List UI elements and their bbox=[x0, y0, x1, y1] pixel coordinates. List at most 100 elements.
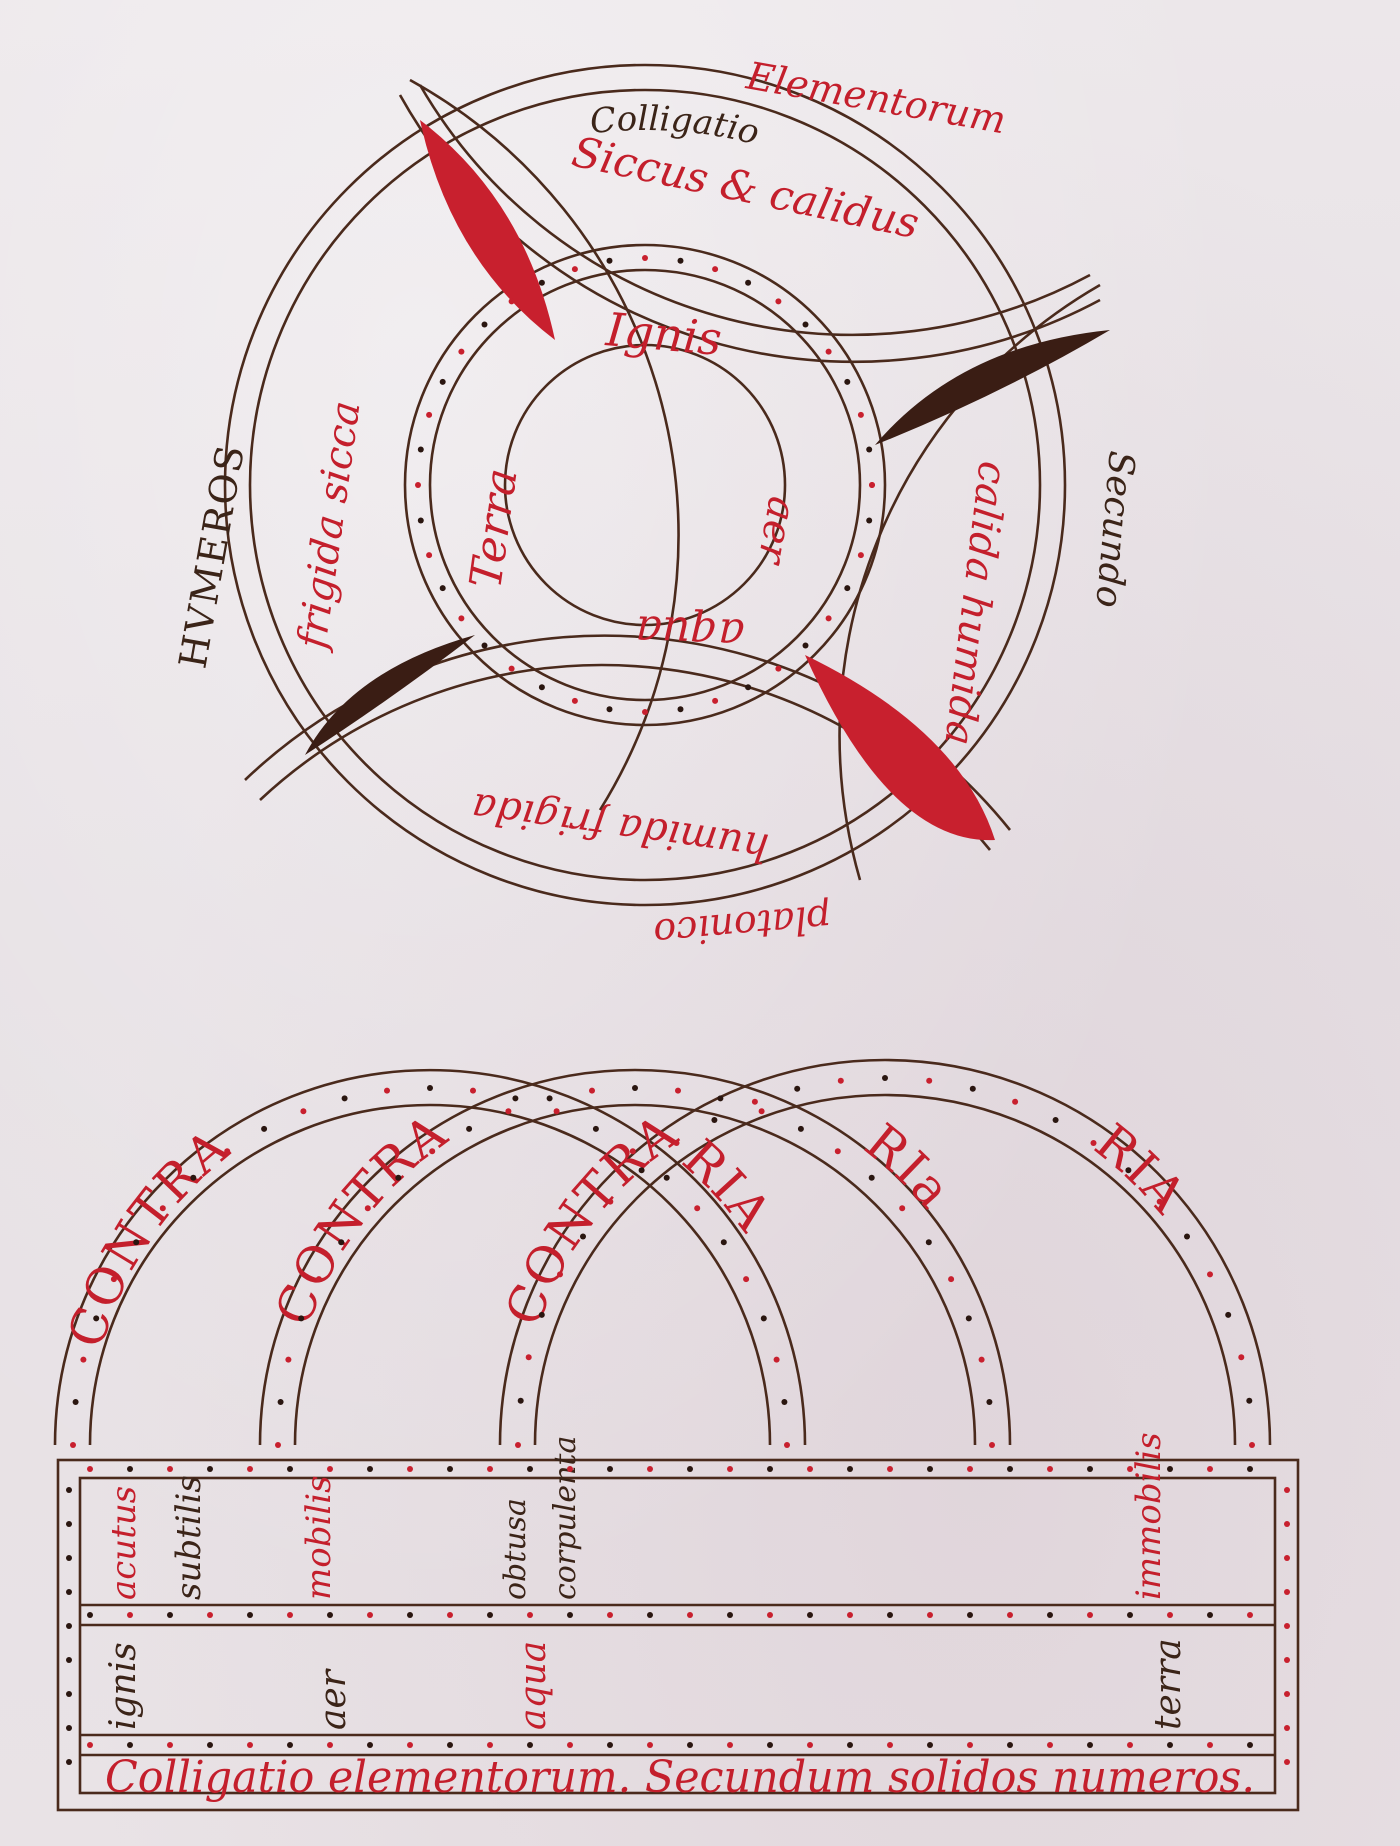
outer-text-platonico: platonico bbox=[652, 896, 833, 955]
ornament-dot bbox=[986, 1399, 993, 1405]
ornament-dot bbox=[677, 257, 684, 264]
ornament-dot bbox=[642, 709, 648, 715]
upper-diagram: Colligatio Elementorum HVMEROS Secundo p… bbox=[171, 53, 1142, 955]
ornament-dot bbox=[127, 1466, 133, 1472]
ornament-dot bbox=[285, 1356, 292, 1363]
ornament-dot bbox=[847, 1742, 853, 1748]
ornament-dot bbox=[1007, 1612, 1013, 1618]
ornament-dot bbox=[802, 321, 809, 328]
ornament-dot bbox=[470, 1087, 476, 1094]
outer-text-elementorum: Elementorum bbox=[742, 53, 1009, 142]
ornament-dot bbox=[837, 1077, 844, 1084]
ornament-dot bbox=[487, 1742, 493, 1748]
ornament-dot bbox=[415, 482, 421, 488]
ornament-dot bbox=[481, 321, 488, 328]
ornament-dot bbox=[1087, 1612, 1093, 1618]
ornament-dot bbox=[606, 257, 613, 264]
ornament-dot bbox=[72, 1399, 79, 1405]
ornament-dot bbox=[571, 266, 578, 273]
ornament-dot bbox=[592, 1125, 599, 1132]
ornament-dot bbox=[110, 1276, 117, 1283]
ornament-dot bbox=[261, 1125, 268, 1132]
ornament-dot bbox=[1207, 1612, 1213, 1618]
ornament-dot bbox=[834, 1148, 841, 1155]
ornament-dot bbox=[927, 1612, 933, 1618]
ornament-dot bbox=[632, 1085, 638, 1091]
arc3-ria: RIA bbox=[1084, 1113, 1198, 1226]
ornament-dot bbox=[969, 1085, 976, 1092]
ornament-dot bbox=[66, 1623, 72, 1629]
ornament-dot bbox=[927, 1742, 933, 1748]
ornament-dot bbox=[439, 585, 446, 592]
ornament-dot bbox=[989, 1442, 995, 1448]
ornament-dot bbox=[407, 1742, 413, 1748]
ornament-dot bbox=[869, 482, 875, 488]
ornament-dot bbox=[794, 1085, 801, 1092]
ornament-dot bbox=[87, 1742, 93, 1748]
ornament-dot bbox=[66, 1589, 72, 1595]
outer-text-humeros: HVMEROS bbox=[171, 440, 254, 671]
ornament-dot bbox=[87, 1612, 93, 1618]
ornament-dot bbox=[807, 1742, 813, 1748]
ornament-dot bbox=[538, 1311, 545, 1318]
outer-text-secundo: Secundo bbox=[1087, 449, 1142, 609]
sector-left-label: frigida sicca bbox=[289, 398, 370, 654]
middle-ring bbox=[403, 243, 887, 727]
ornament-dot bbox=[712, 697, 719, 704]
prop-acutus: acutus bbox=[104, 1486, 144, 1600]
ornament-dot bbox=[607, 1466, 613, 1472]
prop-mobilis: mobilis bbox=[299, 1475, 339, 1600]
row-element-ignis: ignis bbox=[103, 1642, 144, 1730]
ornament-dot bbox=[327, 1466, 333, 1472]
ornament-dot bbox=[247, 1466, 253, 1472]
red-lens-top-left bbox=[420, 120, 555, 340]
ornament-dot bbox=[1284, 1725, 1290, 1731]
ornament-dot bbox=[1127, 1612, 1133, 1618]
ornament-dot bbox=[384, 1087, 390, 1094]
ornament-dot bbox=[66, 1759, 72, 1765]
ornament-dot bbox=[967, 1612, 973, 1618]
ornament-dot bbox=[127, 1612, 133, 1618]
ornament-dot bbox=[1047, 1466, 1053, 1472]
ornament-dot bbox=[847, 1612, 853, 1618]
band-arc-right bbox=[838, 283, 1101, 881]
ornament-dot bbox=[825, 348, 832, 355]
bottom-caption: Colligatio elementorum. Secundum solidos… bbox=[105, 1752, 1255, 1803]
ornament-dot bbox=[567, 1742, 573, 1748]
ornament-dot bbox=[1167, 1612, 1173, 1618]
inner-ring bbox=[503, 343, 787, 627]
ornament-dot bbox=[1247, 1612, 1253, 1618]
ornament-dot bbox=[767, 1742, 773, 1748]
ornament-dot bbox=[247, 1742, 253, 1748]
ornament-dot bbox=[1284, 1623, 1290, 1629]
ornament-dot bbox=[527, 1742, 533, 1748]
ornament-dot bbox=[66, 1657, 72, 1663]
ornament-dot bbox=[767, 1612, 773, 1618]
ornament-dot bbox=[207, 1612, 213, 1618]
outer-ring-inner bbox=[248, 88, 1042, 882]
ornament-dot bbox=[847, 1466, 853, 1472]
ornament-dot bbox=[1184, 1233, 1190, 1240]
arc-band-1-outer bbox=[53, 1068, 807, 1446]
ornament-dot bbox=[417, 517, 424, 524]
ornament-dot bbox=[965, 1315, 972, 1322]
ornament-dot bbox=[948, 1276, 955, 1283]
row-element-terra: terra bbox=[1148, 1638, 1189, 1730]
ornament-dot bbox=[647, 1742, 653, 1748]
ornament-dot bbox=[298, 1315, 305, 1322]
ornament-dot bbox=[458, 348, 465, 355]
ornament-dot bbox=[868, 1174, 875, 1181]
ornament-dot bbox=[367, 1466, 373, 1472]
ornament-dot bbox=[647, 1612, 653, 1618]
ornament-dot bbox=[857, 411, 864, 418]
ornament-dot bbox=[607, 1198, 614, 1205]
ornament-dot bbox=[844, 378, 851, 385]
ornament-dot bbox=[927, 1466, 933, 1472]
ornament-dot bbox=[967, 1466, 973, 1472]
ornament-dot bbox=[487, 1612, 493, 1618]
ornament-dot bbox=[1207, 1742, 1213, 1748]
ornament-dot bbox=[167, 1742, 173, 1748]
ornament-dot bbox=[159, 1205, 166, 1212]
ornament-dot bbox=[447, 1612, 453, 1618]
ornament-dot bbox=[629, 1148, 636, 1155]
